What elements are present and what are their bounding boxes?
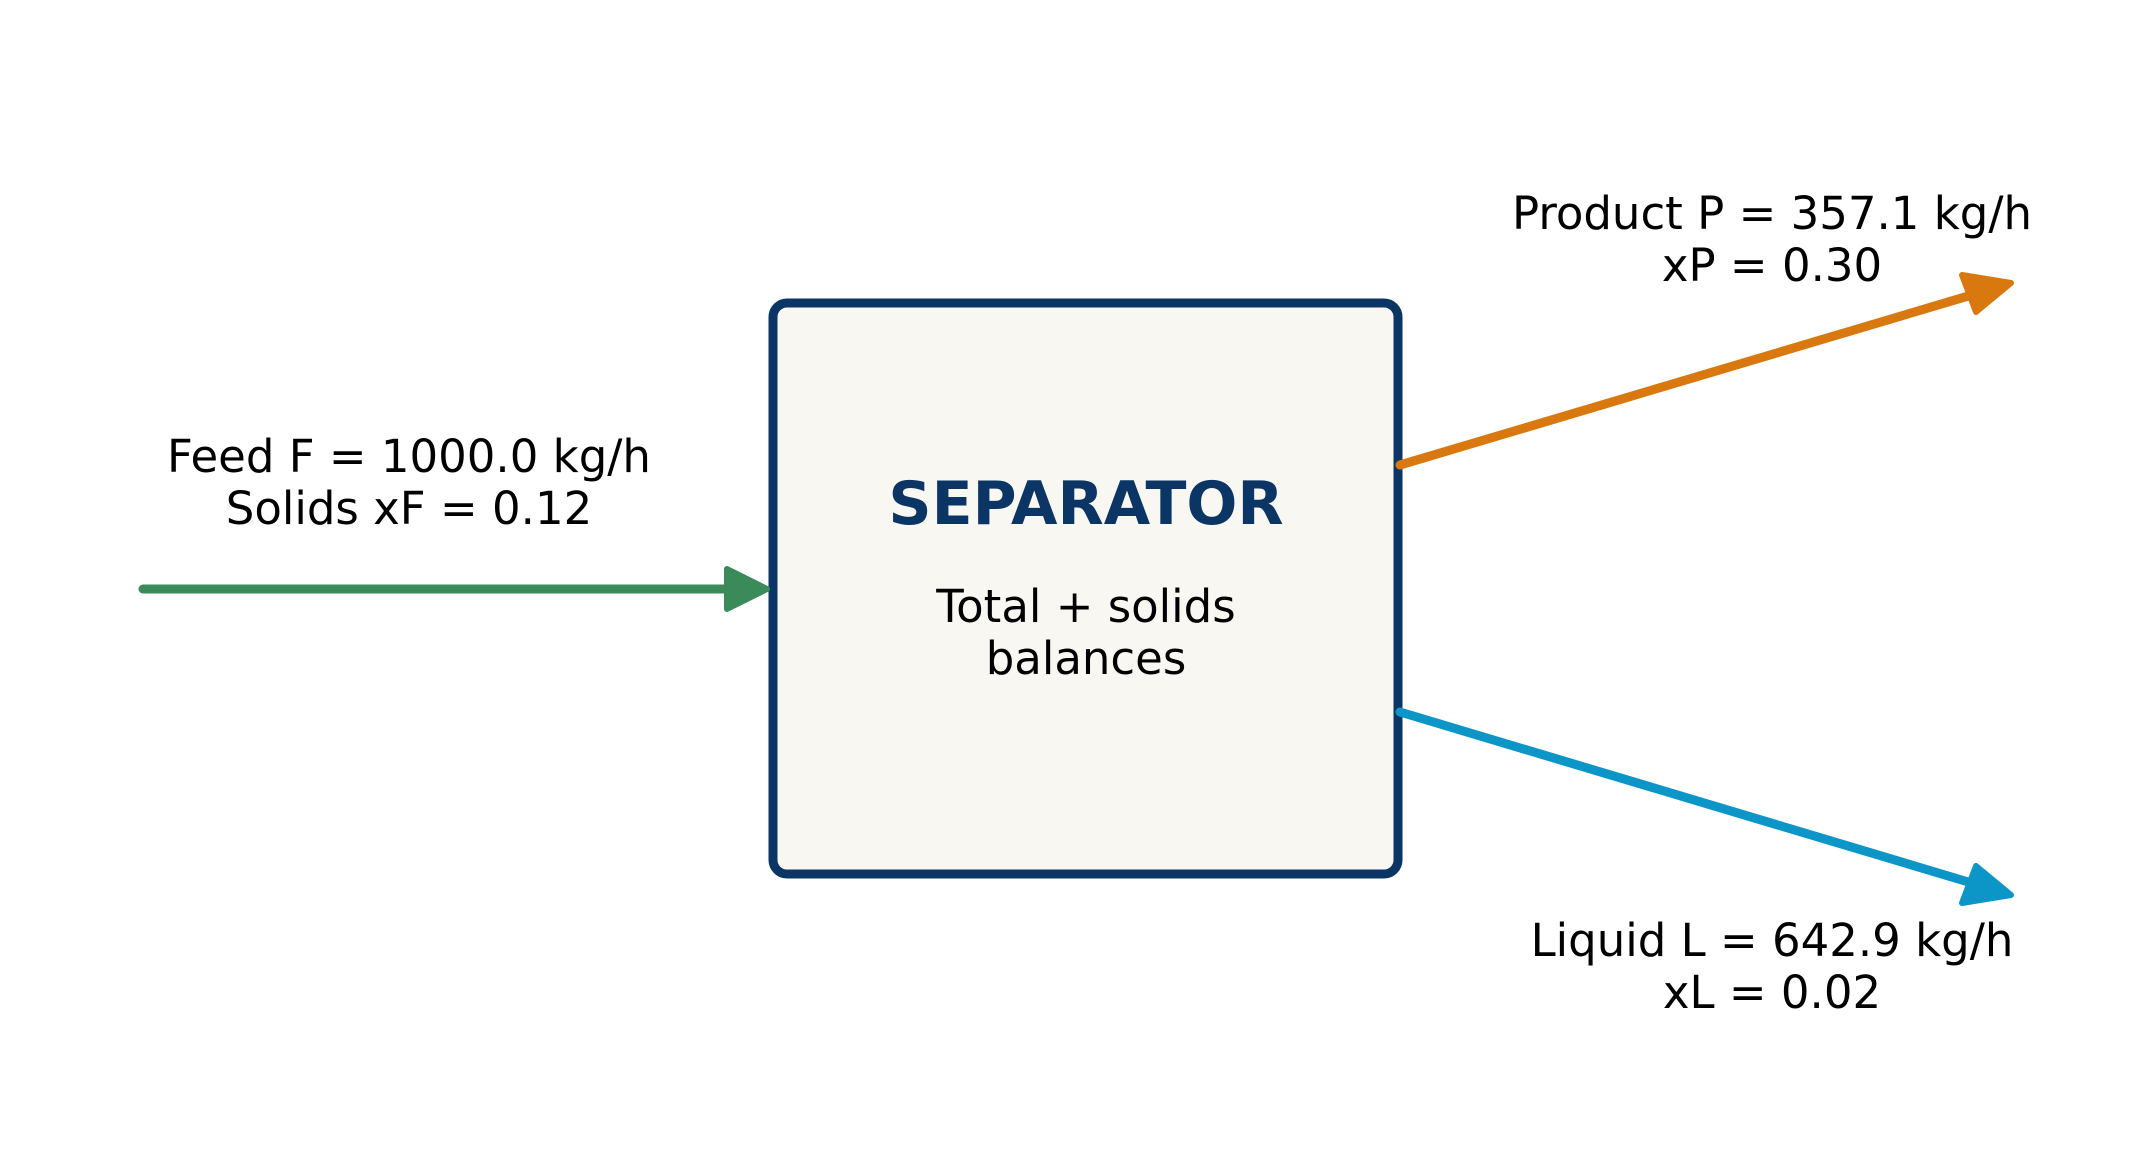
liquid-arrow-head [1959,863,2014,906]
separator-subtitle-line2: balances [986,632,1187,685]
feed-flow-label: Feed F = 1000.0 kg/h [167,430,651,483]
product-flow-label: Product P = 357.1 kg/h [1512,187,2032,240]
separator-subtitle-line1: Total + solids [935,580,1235,633]
liquid-stream [1395,707,2014,906]
feed-stream [138,566,770,612]
liquid-flow-label: Liquid L = 642.9 kg/h [1531,914,2014,967]
separator-box [768,298,1403,879]
product-arrow-shaft [1395,289,1980,470]
liquid-arrow-shaft [1395,707,1980,889]
feed-solids-label: Solids xF = 0.12 [226,482,592,535]
product-stream [1395,272,2014,470]
product-solids-label: xP = 0.30 [1662,239,1882,292]
separator-title: SEPARATOR [888,469,1283,539]
feed-arrow-head [724,566,770,612]
product-arrow-head [1959,272,2014,315]
liquid-solids-label: xL = 0.02 [1663,966,1881,1019]
